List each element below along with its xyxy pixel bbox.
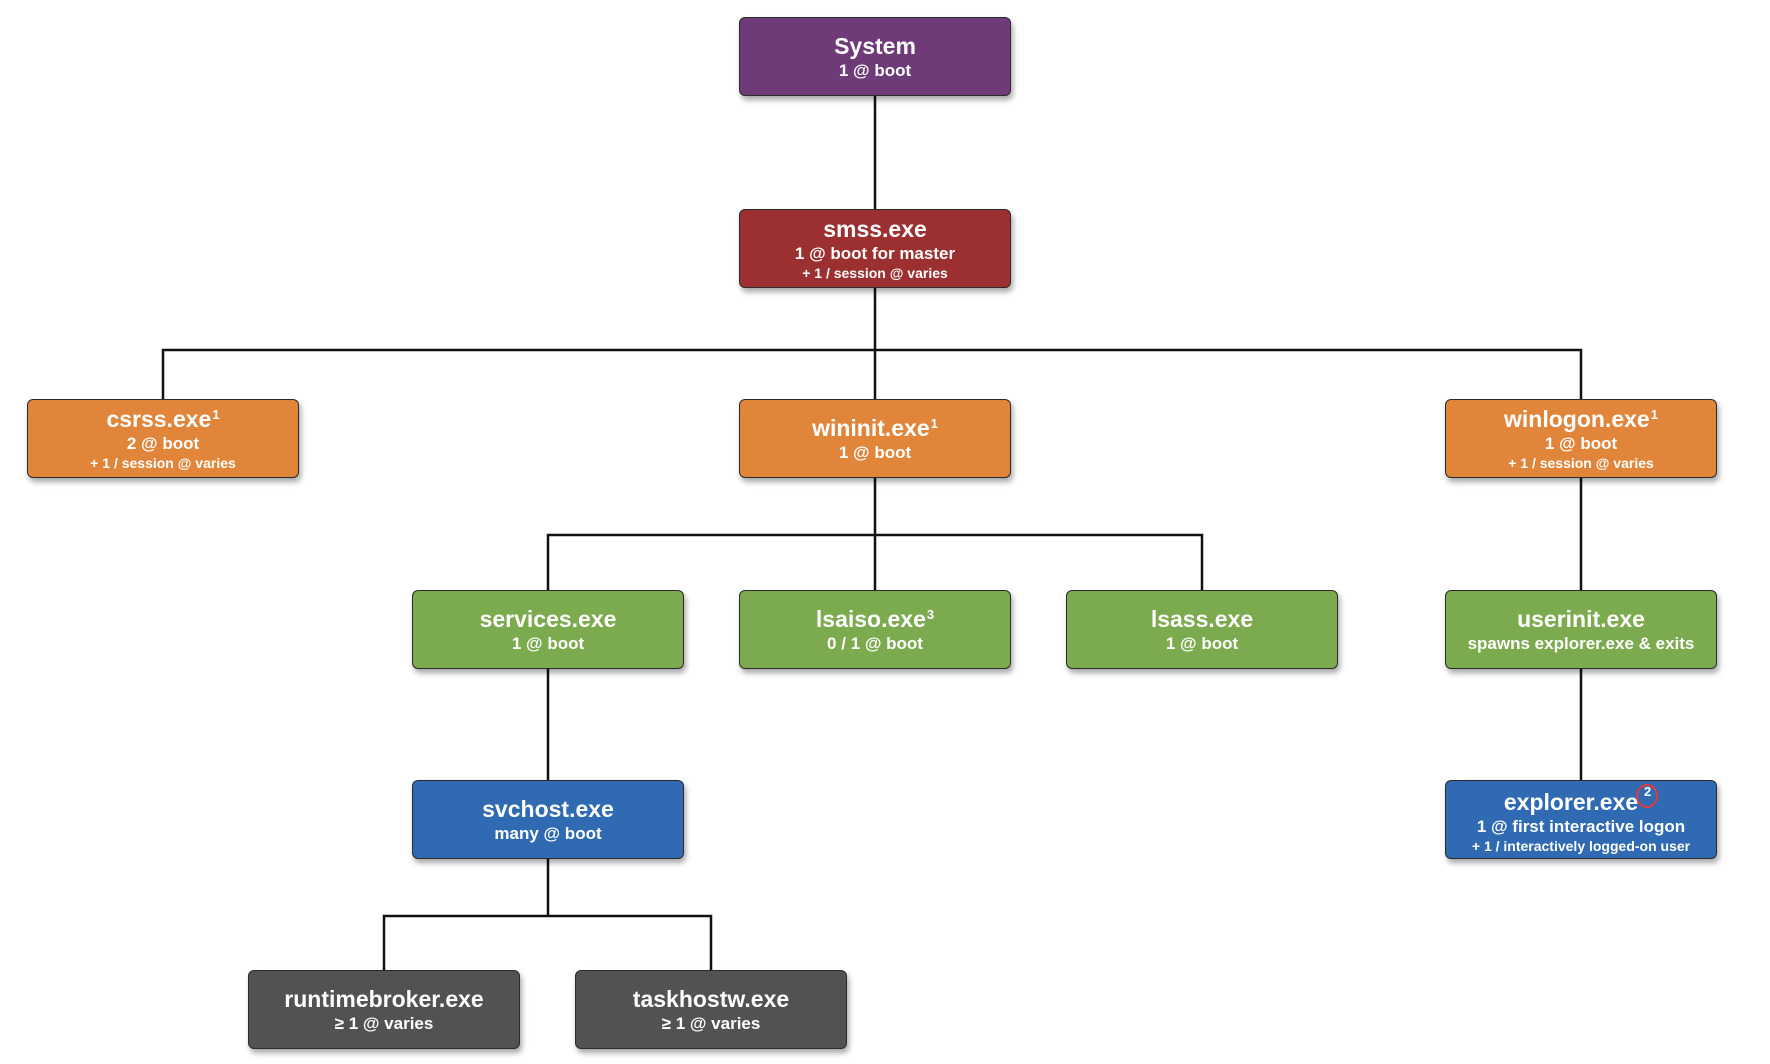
node-extra-instances: + 1 / session @ varies [1508,454,1654,471]
node-instances: 2 @ boot [126,433,200,453]
node-instances: spawns explorer.exe & exits [1467,633,1695,653]
node-title-text: csrss.exe [106,405,212,432]
node-instances: 1 @ first interactive logon [1476,817,1686,836]
node-title-text: wininit.exe [812,414,930,441]
node-lsass: lsass.exe 1 @ boot [1066,590,1338,669]
node-title: wininit.exe1 [812,415,938,442]
node-extra-instances: + 1 / session @ varies [90,454,236,471]
footnote-marker: 2 [1644,784,1652,799]
node-title: explorer.exe 2 [1503,784,1659,816]
node-title: smss.exe [823,215,927,242]
footnote-marker: 3 [926,606,935,622]
node-extra-instances: + 1 / session @ varies [802,264,948,281]
node-title: csrss.exe1 [106,406,219,433]
node-instances: ≥ 1 @ varies [334,1013,434,1033]
edge-wininit-children [546,478,1204,590]
node-runtimebroker: runtimebroker.exe ≥ 1 @ varies [248,970,520,1049]
node-title-text: winlogon.exe [1504,405,1650,432]
node-title: lsaiso.exe3 [816,606,934,633]
node-title-text: lsaiso.exe [815,605,926,632]
node-instances: 0 / 1 @ boot [827,633,923,653]
node-instances: 1 @ boot [1544,433,1618,453]
edge-smss-children [161,288,1583,399]
node-title: runtimebroker.exe [284,985,484,1012]
footnote-marker: 1 [1650,406,1658,422]
node-system: System 1 @ boot [739,17,1011,96]
footnote-marker: 1 [212,406,220,422]
node-winlogon: winlogon.exe1 1 @ boot + 1 / session @ v… [1445,399,1717,478]
edge-svchost-children [382,859,713,970]
node-instances: 1 @ boot [838,442,912,462]
highlight-circle: 2 [1636,784,1659,808]
footnote-marker: 1 [930,415,938,431]
node-instances: 1 @ boot [1165,633,1239,653]
node-services: services.exe 1 @ boot [412,590,684,669]
node-title: userinit.exe [1517,605,1645,632]
node-instances: 1 @ boot [838,60,912,80]
node-smss: smss.exe 1 @ boot for master + 1 / sessi… [739,209,1011,288]
node-title: svchost.exe [482,795,614,822]
node-svchost: svchost.exe many @ boot [412,780,684,859]
node-instances: 1 @ boot for master [794,243,956,263]
node-taskhostw: taskhostw.exe ≥ 1 @ varies [575,970,847,1049]
node-extra-instances: + 1 / interactively logged-on user [1471,838,1691,854]
node-title: winlogon.exe1 [1504,406,1658,433]
node-instances: many @ boot [494,823,602,843]
node-instances: 1 @ boot [511,633,585,653]
node-lsaiso: lsaiso.exe3 0 / 1 @ boot [739,590,1011,669]
node-title: services.exe [479,605,617,632]
node-title: System [834,32,916,59]
node-instances: ≥ 1 @ varies [661,1013,761,1033]
node-csrss: csrss.exe1 2 @ boot + 1 / session @ vari… [27,399,299,478]
node-wininit: wininit.exe1 1 @ boot [739,399,1011,478]
node-explorer: explorer.exe 2 1 @ first interactive logo… [1445,780,1717,859]
node-title: lsass.exe [1150,605,1254,632]
node-userinit: userinit.exe spawns explorer.exe & exits [1445,590,1717,669]
node-title-text: explorer.exe [1503,789,1639,815]
node-title: taskhostw.exe [632,985,790,1012]
